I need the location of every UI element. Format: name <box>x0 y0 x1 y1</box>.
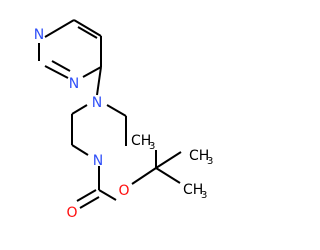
atom-label-nitrogen: N <box>92 95 102 111</box>
bond <box>131 167 157 185</box>
atom-label-nitrogen: N <box>69 76 79 92</box>
bond <box>155 167 181 184</box>
atom-label-subscript: 3 <box>149 141 155 152</box>
atom-label-nitrogen: N <box>34 27 44 43</box>
atom-label-nitrogen: N <box>93 153 103 169</box>
methyl-label-top: CH 3 <box>131 133 155 152</box>
bond <box>51 60 71 72</box>
bond <box>71 144 89 156</box>
atom-label-oxygen: O <box>118 183 129 199</box>
bond <box>77 26 98 39</box>
bond <box>155 151 182 169</box>
bond <box>76 189 97 202</box>
bond-lines <box>38 19 182 209</box>
bond <box>96 66 102 96</box>
molecule-structure: N N N N O O CH 3 CH 3 CH 3 <box>34 19 214 221</box>
bond <box>106 104 127 117</box>
bond <box>82 66 102 78</box>
atom-label-carbon: CH <box>189 148 209 164</box>
atom-labels: N N N N O O CH 3 CH 3 CH 3 <box>34 27 214 221</box>
bond <box>71 104 88 115</box>
atom-label-subscript: 3 <box>201 190 207 201</box>
bond <box>44 65 69 79</box>
methyl-label-bottom: CH 3 <box>183 182 207 201</box>
bond <box>44 19 75 38</box>
atom-label-subscript: 3 <box>207 156 213 167</box>
bond <box>98 189 117 201</box>
bond <box>73 19 102 37</box>
atom-label-carbon: CH <box>183 182 203 198</box>
atom-label-carbon: CH <box>131 133 151 149</box>
methyl-label-right: CH 3 <box>189 148 213 167</box>
bond <box>79 196 100 209</box>
atom-label-oxygen: O <box>66 205 77 221</box>
